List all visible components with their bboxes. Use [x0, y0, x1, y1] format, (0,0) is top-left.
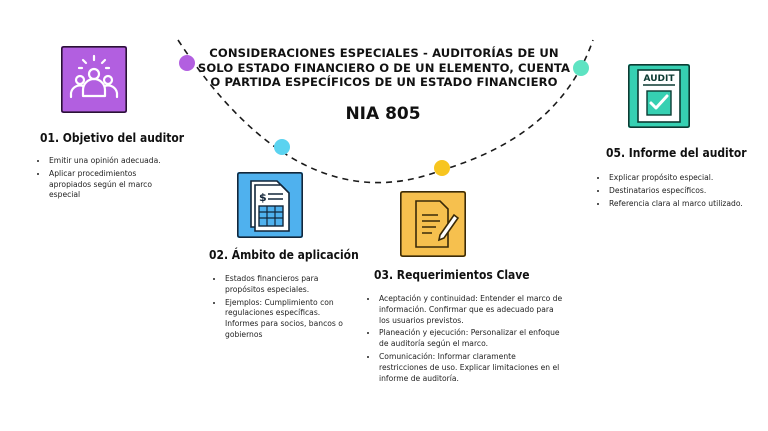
section-01-points: Emitir una opinión adecuada. Aplicar pro… [36, 156, 176, 203]
list-item: Referencia clara al marco utilizado. [608, 199, 748, 210]
list-item: Planeación y ejecución: Personalizar el … [378, 328, 564, 350]
audit-report-icon: AUDIT [628, 64, 690, 128]
document-pen-icon [400, 191, 466, 257]
financial-document-icon: $ [237, 172, 303, 238]
list-item: Aceptación y continuidad: Entender el ma… [378, 294, 564, 326]
audit-label: AUDIT [644, 74, 676, 84]
page-subtitle: NIA 805 [345, 104, 421, 124]
list-item: Aplicar procedimientos apropiados según … [48, 169, 176, 201]
team-icon [61, 46, 127, 113]
cyan-dot [274, 139, 290, 155]
svg-text:$: $ [259, 191, 267, 204]
section-01-heading: 01. Objetivo del auditor [40, 130, 185, 145]
section-03-heading: 03. Requerimientos Clave [374, 267, 530, 282]
list-item: Explicar propósito especial. [608, 173, 748, 184]
section-03-points: Aceptación y continuidad: Entender el ma… [366, 294, 564, 386]
section-05-heading: 05. Informe del auditor [606, 145, 747, 160]
list-item: Estados financieros para propósitos espe… [224, 274, 354, 296]
yellow-dot [434, 160, 450, 176]
section-05-points: Explicar propósito especial. Destinatari… [596, 173, 748, 211]
page-title: CONSIDERACIONES ESPECIALES - AUDITORÍAS … [197, 46, 571, 89]
section-02-points: Estados financieros para propósitos espe… [212, 274, 354, 343]
list-item: Destinatarios específicos. [608, 186, 748, 197]
list-item: Ejemplos: Cumplimiento con regulaciones … [224, 298, 354, 341]
section-02-heading: 02. Ámbito de aplicación [209, 247, 359, 262]
list-item: Comunicación: Informar claramente restri… [378, 352, 564, 384]
list-item: Emitir una opinión adecuada. [48, 156, 176, 167]
